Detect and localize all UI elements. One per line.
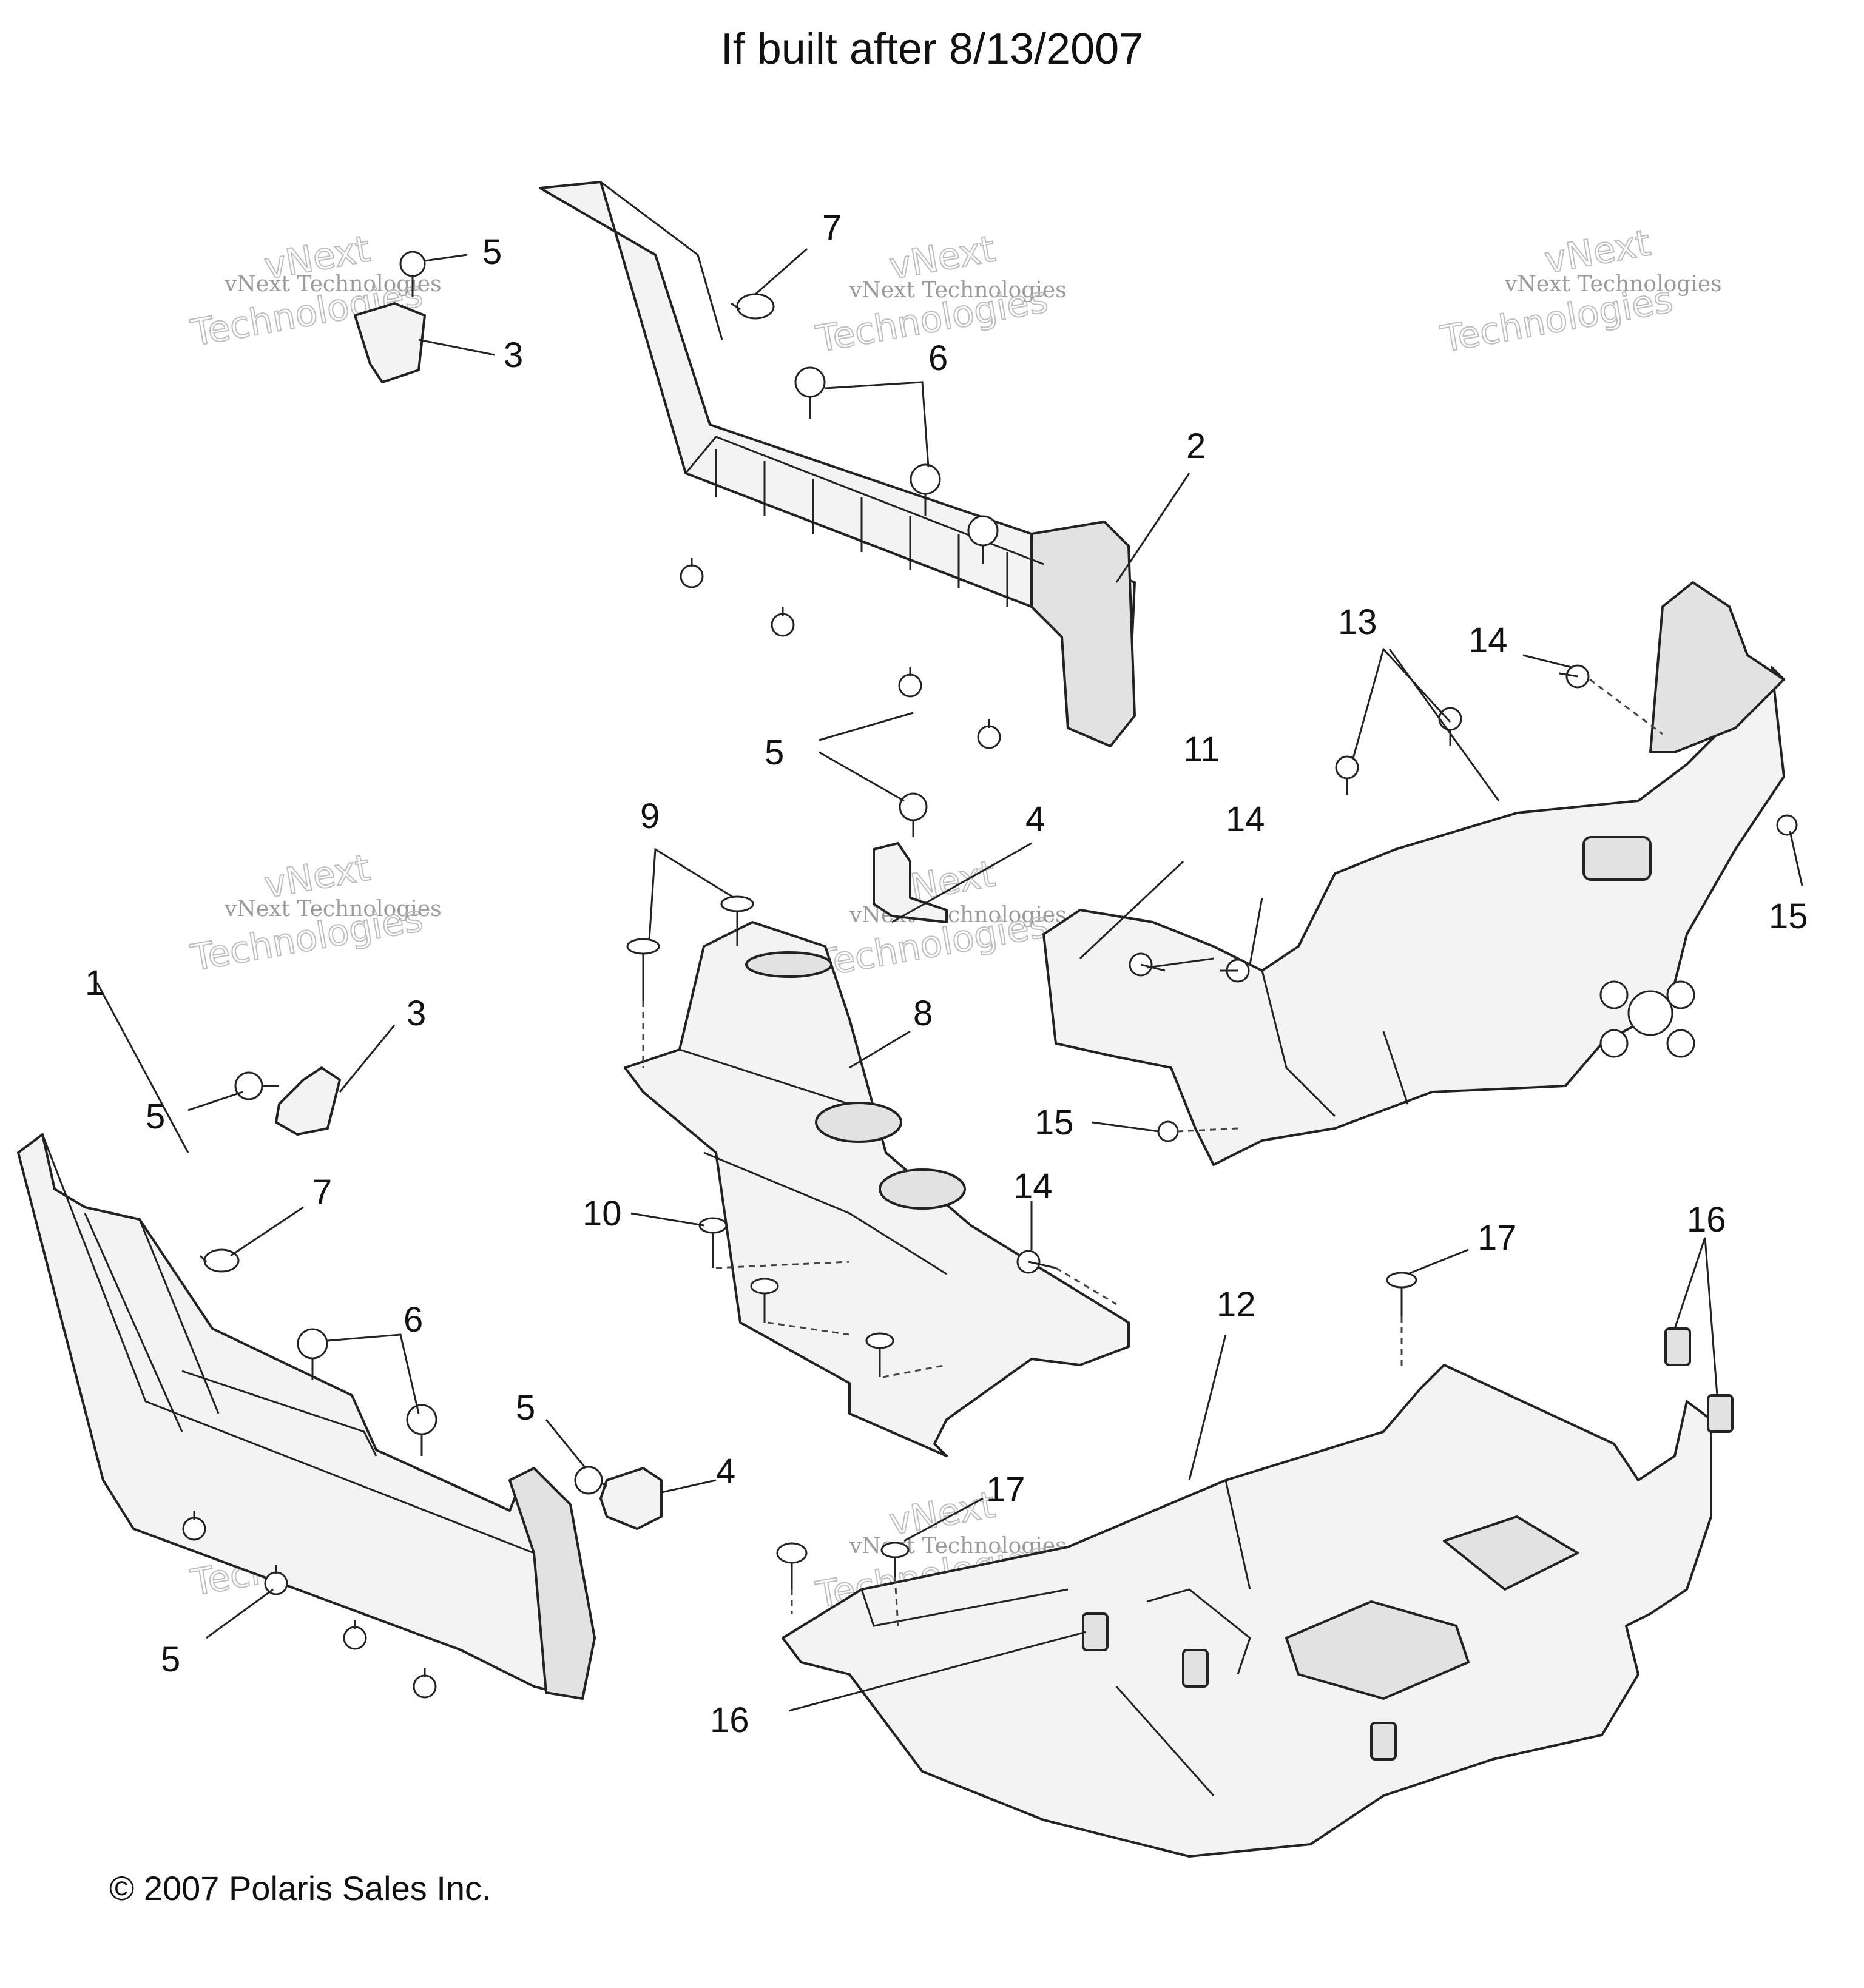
callout-5: 5 — [765, 733, 784, 772]
callout-5: 5 — [482, 232, 502, 272]
callout-7: 7 — [822, 208, 842, 248]
callout-10: 10 — [582, 1194, 622, 1233]
callout-6: 6 — [404, 1300, 423, 1339]
leader-lines — [96, 248, 1803, 1712]
part-1-lower-rocker-panel — [17, 1133, 596, 1700]
callout-5: 5 — [161, 1640, 180, 1679]
watermark-top-center: vNext Technologies vNext Technologies — [812, 227, 1067, 362]
callout-1: 1 — [85, 963, 104, 1003]
part-8-center-console — [624, 921, 1130, 1457]
watermark-top-right: vNext Technologies vNext Technologies — [1437, 221, 1722, 362]
callout-14: 14 — [1468, 621, 1508, 660]
callout-16: 16 — [710, 1700, 749, 1740]
callout-2: 2 — [1186, 426, 1206, 466]
callout-17: 17 — [1477, 1218, 1517, 1258]
callout-9: 9 — [640, 797, 660, 836]
callout-5: 5 — [146, 1097, 165, 1136]
copyright-notice: © 2007 Polaris Sales Inc. — [109, 1869, 491, 1907]
callout-5: 5 — [516, 1388, 535, 1427]
fasteners — [182, 251, 1798, 1761]
part-4-bracket-lower — [599, 1467, 663, 1530]
diagram-title: If built after 8/13/2007 — [720, 25, 1144, 73]
callout-14: 14 — [1226, 800, 1265, 839]
callout-4: 4 — [716, 1452, 735, 1491]
part-3-bracket-upper — [354, 302, 426, 383]
part-2-upper-rocker-panel — [539, 181, 1136, 747]
watermark-mid-left: vNext Technologies vNext Technologies — [187, 846, 441, 980]
callout-labels: 5 3 7 6 2 5 4 9 8 10 14 11 14 13 14 15 1… — [85, 208, 1808, 1740]
part-12-floor-tub — [782, 1364, 1712, 1858]
callout-7: 7 — [312, 1173, 332, 1212]
svg-text:vNext Technologies: vNext Technologies — [224, 272, 442, 297]
svg-text:vNext Technologies: vNext Technologies — [224, 897, 442, 922]
callout-13: 13 — [1338, 602, 1377, 642]
callout-4: 4 — [1025, 800, 1045, 839]
part-3-bracket-lower — [275, 1066, 341, 1136]
callout-14: 14 — [1013, 1167, 1053, 1206]
callout-15: 15 — [1769, 897, 1808, 936]
callout-3: 3 — [504, 335, 523, 375]
callout-11: 11 — [1183, 730, 1220, 769]
callout-12: 12 — [1217, 1285, 1256, 1324]
callout-16: 16 — [1687, 1200, 1726, 1239]
part-11-rear-panel — [1042, 581, 1785, 1166]
svg-text:vNext Technologies: vNext Technologies — [1504, 272, 1722, 297]
svg-text:vNext Technologies: vNext Technologies — [849, 278, 1067, 303]
callout-3: 3 — [407, 994, 426, 1033]
callout-8: 8 — [913, 994, 933, 1033]
callout-15: 15 — [1035, 1103, 1074, 1142]
callout-6: 6 — [928, 339, 948, 378]
callout-17: 17 — [986, 1470, 1025, 1509]
part-4-bracket-upper — [873, 842, 948, 923]
